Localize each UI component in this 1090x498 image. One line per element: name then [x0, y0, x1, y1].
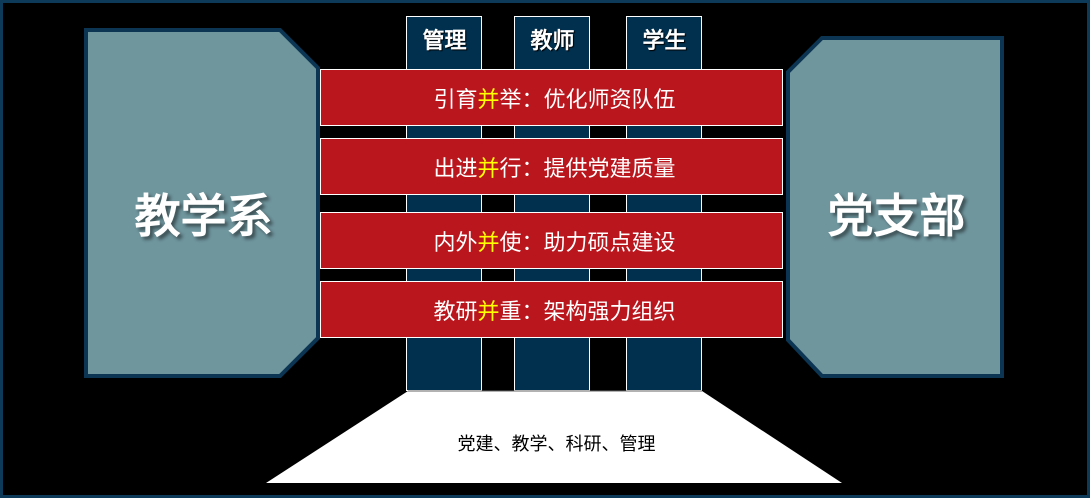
bar-2: 出进并行：提供党建质量: [323, 138, 786, 195]
bar-1: 引育并举：优化师资队伍: [323, 69, 786, 126]
bar-2-prefix: 出进: [433, 156, 478, 182]
bar-1-highlight: 并: [477, 87, 500, 113]
bar-3-highlight: 并: [477, 230, 500, 256]
bar-4-prefix: 教研: [433, 299, 478, 325]
bar-2-highlight: 并: [477, 156, 500, 182]
right-block-shape: [786, 36, 1004, 378]
bar-2-suffix: 行：提供党建质量: [499, 156, 676, 182]
right-block-label: 党支部: [827, 189, 966, 243]
column-label-management: 管理: [422, 29, 467, 54]
base-trapezoid: [266, 391, 842, 483]
left-block-shape: [84, 28, 320, 378]
bar-3-prefix: 内外: [433, 230, 478, 256]
bar-shape-1: [320, 69, 783, 126]
left-block-label: 教学系: [134, 189, 273, 243]
bar-3: 内外并使：助力硕点建设: [323, 212, 786, 269]
bar-shape-4: [320, 281, 783, 338]
bar-4: 教研并重：架构强力组织: [323, 281, 786, 338]
bar-4-suffix: 重：架构强力组织: [499, 299, 676, 325]
bar-shape-3: [320, 212, 783, 269]
bar-shape-2: [320, 138, 783, 195]
bar-4-highlight: 并: [477, 299, 500, 325]
bar-1-prefix: 引育: [433, 87, 478, 113]
bar-3-suffix: 使：助力硕点建设: [499, 230, 676, 256]
bar-1-suffix: 举：优化师资队伍: [499, 87, 676, 113]
base-label: 党建、教学、科研、管理: [457, 434, 656, 455]
column-label-teachers: 教师: [530, 29, 575, 54]
column-label-students: 学生: [642, 29, 687, 54]
